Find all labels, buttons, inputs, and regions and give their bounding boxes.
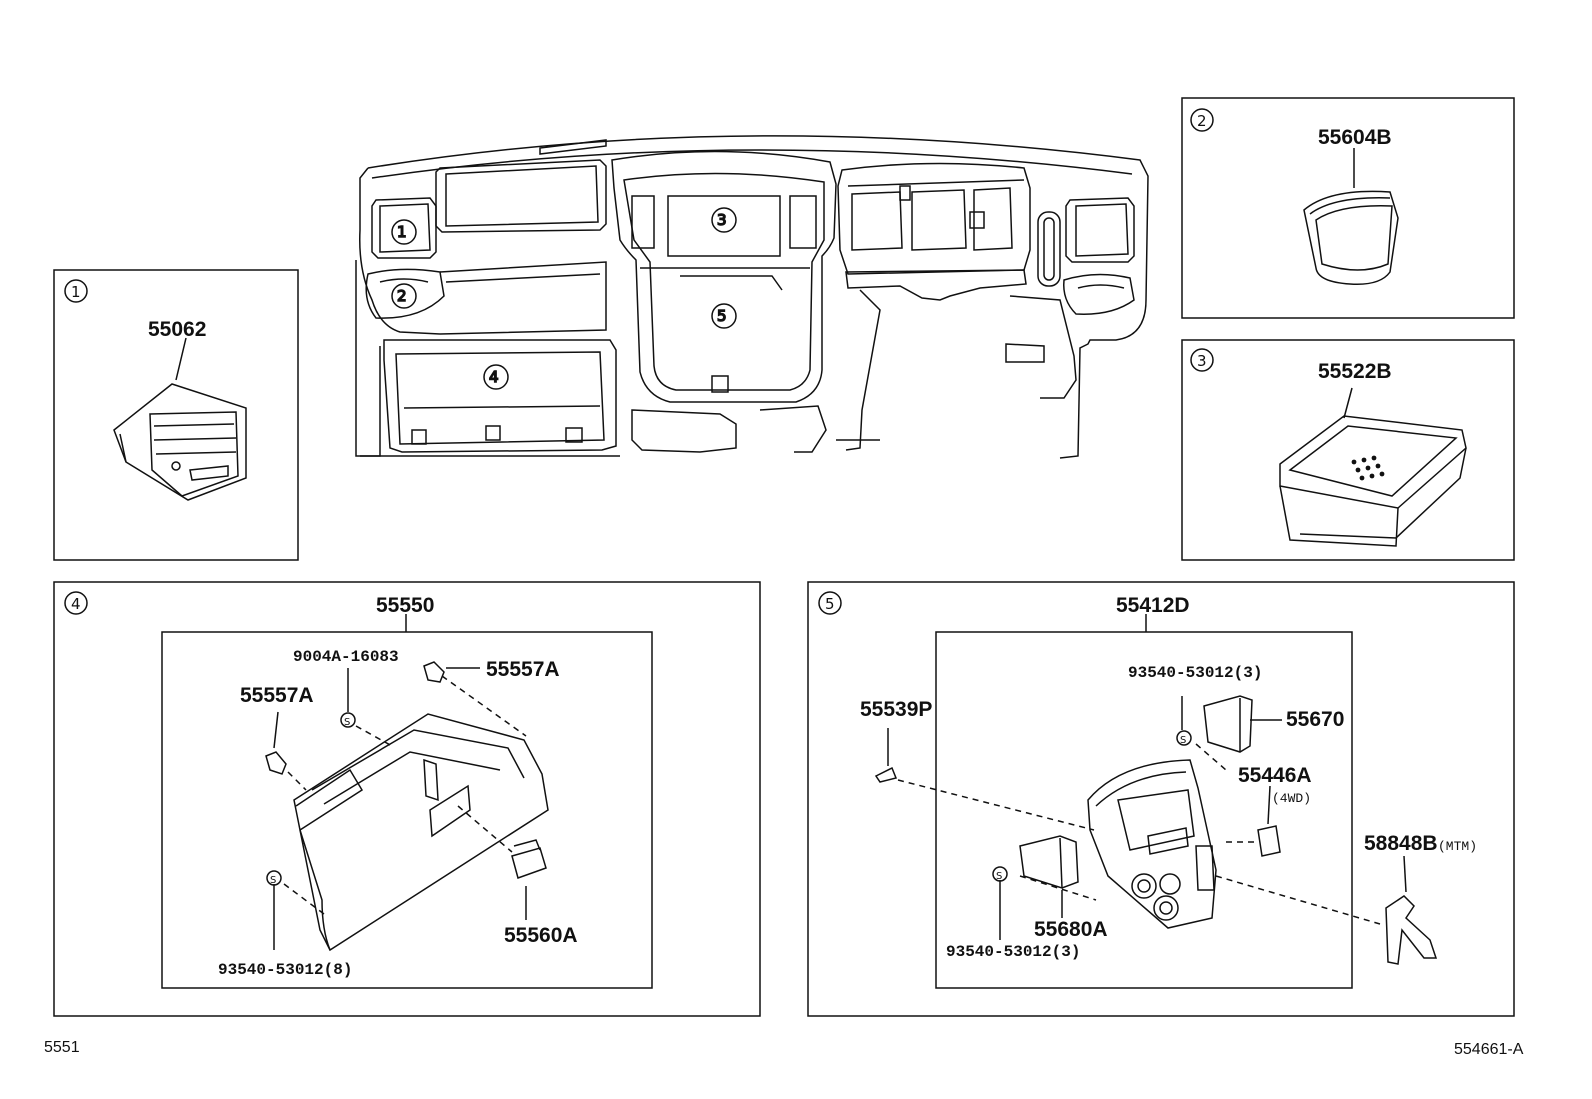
- callout-5: 5: [717, 307, 727, 325]
- footer-right-code: 554661-A: [1454, 1041, 1524, 1058]
- panel-2: [1181, 97, 1515, 319]
- bolt-mark-bottom: S: [270, 875, 276, 886]
- instrument-panel-drawing: [355, 135, 1149, 459]
- part-93540-53012-8: 93540-53012(8): [218, 961, 352, 979]
- part-55557A-left: 55557A: [240, 684, 314, 707]
- main-callouts: 1 2 3 4 5: [396, 210, 727, 387]
- panel-3: [1181, 339, 1515, 561]
- callout-1: 1: [397, 223, 407, 241]
- callout-3: 3: [717, 211, 727, 229]
- panel-5-dashes: [897, 743, 1381, 925]
- note-mtm: (MTM): [1438, 839, 1477, 854]
- panel-4-dashes: [283, 675, 527, 915]
- part-55412D: 55412D: [1116, 594, 1190, 617]
- part-55604B: 55604B: [1318, 126, 1392, 149]
- panel-2-index: 2: [1197, 112, 1207, 130]
- part-58848B: 58848B: [1364, 832, 1438, 855]
- part-55550: 55550: [376, 594, 434, 617]
- panel-4: [53, 581, 761, 1017]
- part-55539P: 55539P: [860, 698, 932, 721]
- part-93540-53012-3-bottom: 93540-53012(3): [946, 943, 1080, 961]
- callout-4: 4: [489, 368, 499, 386]
- part-55680A: 55680A: [1034, 918, 1108, 941]
- part-9004A-16083: 9004A-16083: [293, 648, 399, 666]
- panel-4-index: 4: [71, 595, 81, 613]
- part-55446A: 55446A: [1238, 764, 1312, 787]
- part-55557A-right: 55557A: [486, 658, 560, 681]
- bolt-mark-top: S: [344, 717, 350, 728]
- part-55062: 55062: [148, 318, 206, 341]
- panel-5: [807, 581, 1515, 1017]
- note-4wd: (4WD): [1272, 791, 1311, 806]
- part-55522B: 55522B: [1318, 360, 1392, 383]
- footer-left-code: 5551: [44, 1039, 80, 1056]
- part-55560A: 55560A: [504, 924, 578, 947]
- switch-dots: [1351, 455, 1385, 481]
- part-93540-53012-3-top: 93540-53012(3): [1128, 664, 1262, 682]
- panel-3-index: 3: [1197, 352, 1207, 370]
- panel-1: [53, 269, 299, 561]
- part-55670: 55670: [1286, 708, 1344, 731]
- bolt-mark-5-bottom: S: [996, 871, 1002, 882]
- callout-2: 2: [397, 287, 407, 305]
- panel-5-index: 5: [825, 595, 835, 613]
- bolt-mark-5-top: S: [1180, 735, 1186, 746]
- panel-1-index: 1: [71, 283, 81, 301]
